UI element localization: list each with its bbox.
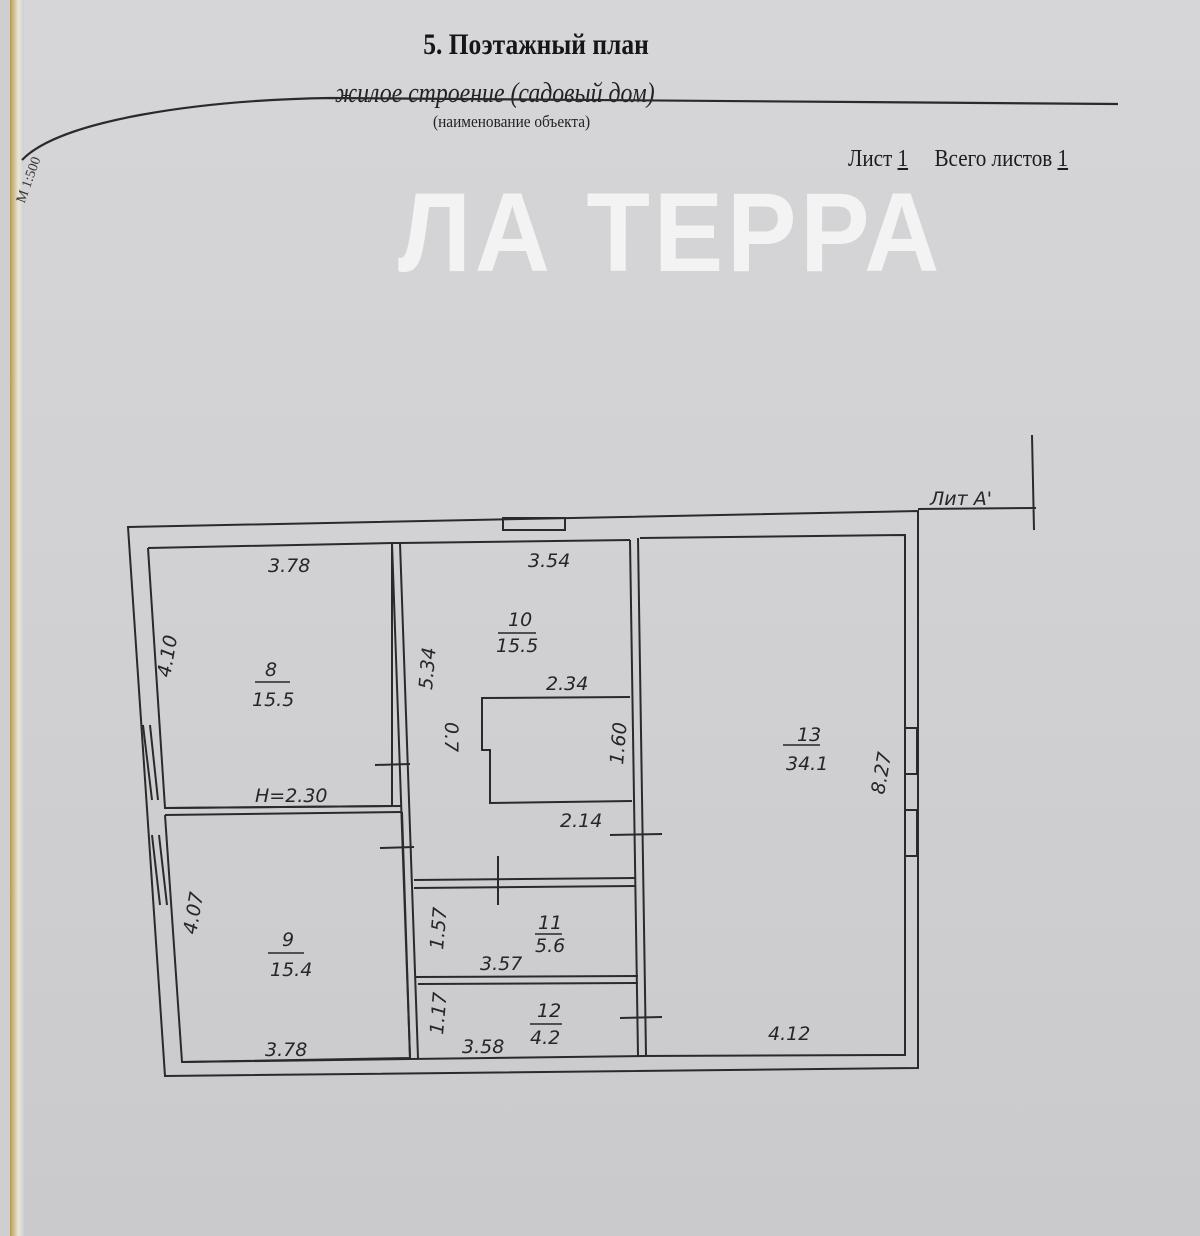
door-marks [374, 763, 663, 1019]
total-sheets-number: 1 [1057, 146, 1069, 172]
dim-r11-width: 3.57 [480, 953, 522, 975]
room-number: 8 [265, 659, 277, 681]
room-number: 10 [508, 609, 532, 631]
partition-11-12 [415, 975, 639, 985]
room-area: 34.1 [786, 753, 828, 775]
page-title: 5. Поэтажный план [423, 28, 649, 61]
room-area: 15.5 [252, 689, 294, 711]
dim-r9-height: 4.07 [179, 890, 208, 935]
room-9: 9 15.4 [268, 929, 312, 981]
room-8: 8 15.5 [252, 659, 294, 711]
dim-stove-right: 1.60 [606, 721, 632, 765]
dim-stove-left: 0.7 [440, 722, 462, 752]
object-name: жилое строение (садовый дом) [335, 78, 655, 109]
room-number: 13 [797, 724, 821, 746]
room-area: 15.5 [496, 635, 538, 657]
room-area: 15.4 [270, 959, 312, 981]
wall-10-13 [629, 537, 647, 1057]
dim-r11-height: 1.57 [426, 906, 452, 950]
room-12: 12 4.2 [530, 1000, 562, 1049]
dim-r10-height: 5.34 [415, 646, 441, 690]
room-number: 12 [537, 1000, 561, 1022]
room-11: 11 5.6 [535, 912, 565, 957]
height-note: Н=2.30 [255, 785, 328, 807]
partition-10-11 [413, 877, 637, 889]
partition-8-9 [164, 805, 403, 816]
window-right-1 [904, 727, 918, 775]
room-area: 4.2 [530, 1027, 560, 1049]
room-area: 5.6 [535, 935, 565, 957]
wall-8-10 [391, 542, 419, 1059]
dim-r12-height: 1.17 [426, 991, 452, 1035]
dim-r8-height: 4.10 [153, 633, 182, 678]
dim-stove-top: 2.34 [546, 673, 588, 695]
header-curve [21, 96, 1119, 161]
dim-r10-width: 3.54 [528, 550, 570, 572]
dim-stove-bottom: 2.14 [560, 810, 602, 832]
window-left-2 [151, 834, 168, 906]
dim-r12-width: 3.58 [462, 1036, 504, 1058]
stove-outline [481, 696, 633, 805]
dim-r13-width: 4.12 [768, 1023, 810, 1045]
dim-r9-width: 3.78 [265, 1039, 307, 1061]
dim-r8-width: 3.78 [268, 555, 310, 577]
window-top [502, 517, 566, 531]
litera-leader [917, 434, 1037, 531]
outer-wall [126, 509, 919, 1078]
document-page [10, 0, 1200, 1236]
room-13: 13 34.1 [783, 724, 828, 775]
window-left-1 [142, 724, 159, 801]
window-right-2 [904, 809, 918, 857]
total-sheets-label: Всего листов [934, 146, 1053, 172]
object-caption: (наименование объекта) [433, 112, 591, 131]
bottom-inner-wall [181, 1055, 647, 1063]
sheet-label: Лист [848, 146, 893, 172]
binding-edge [10, 0, 24, 1236]
dim-r13-height: 8.27 [867, 750, 896, 795]
room-number: 9 [282, 929, 294, 951]
room-10: 10 15.5 [496, 609, 538, 657]
room-number: 11 [538, 912, 562, 934]
litera-label: Лит А' [929, 488, 992, 510]
sheet-number: 1 [897, 146, 909, 172]
watermark: ЛА ТЕРРА [398, 170, 944, 295]
sheet-info: Лист 1 Всего листов 1 [848, 146, 1068, 173]
